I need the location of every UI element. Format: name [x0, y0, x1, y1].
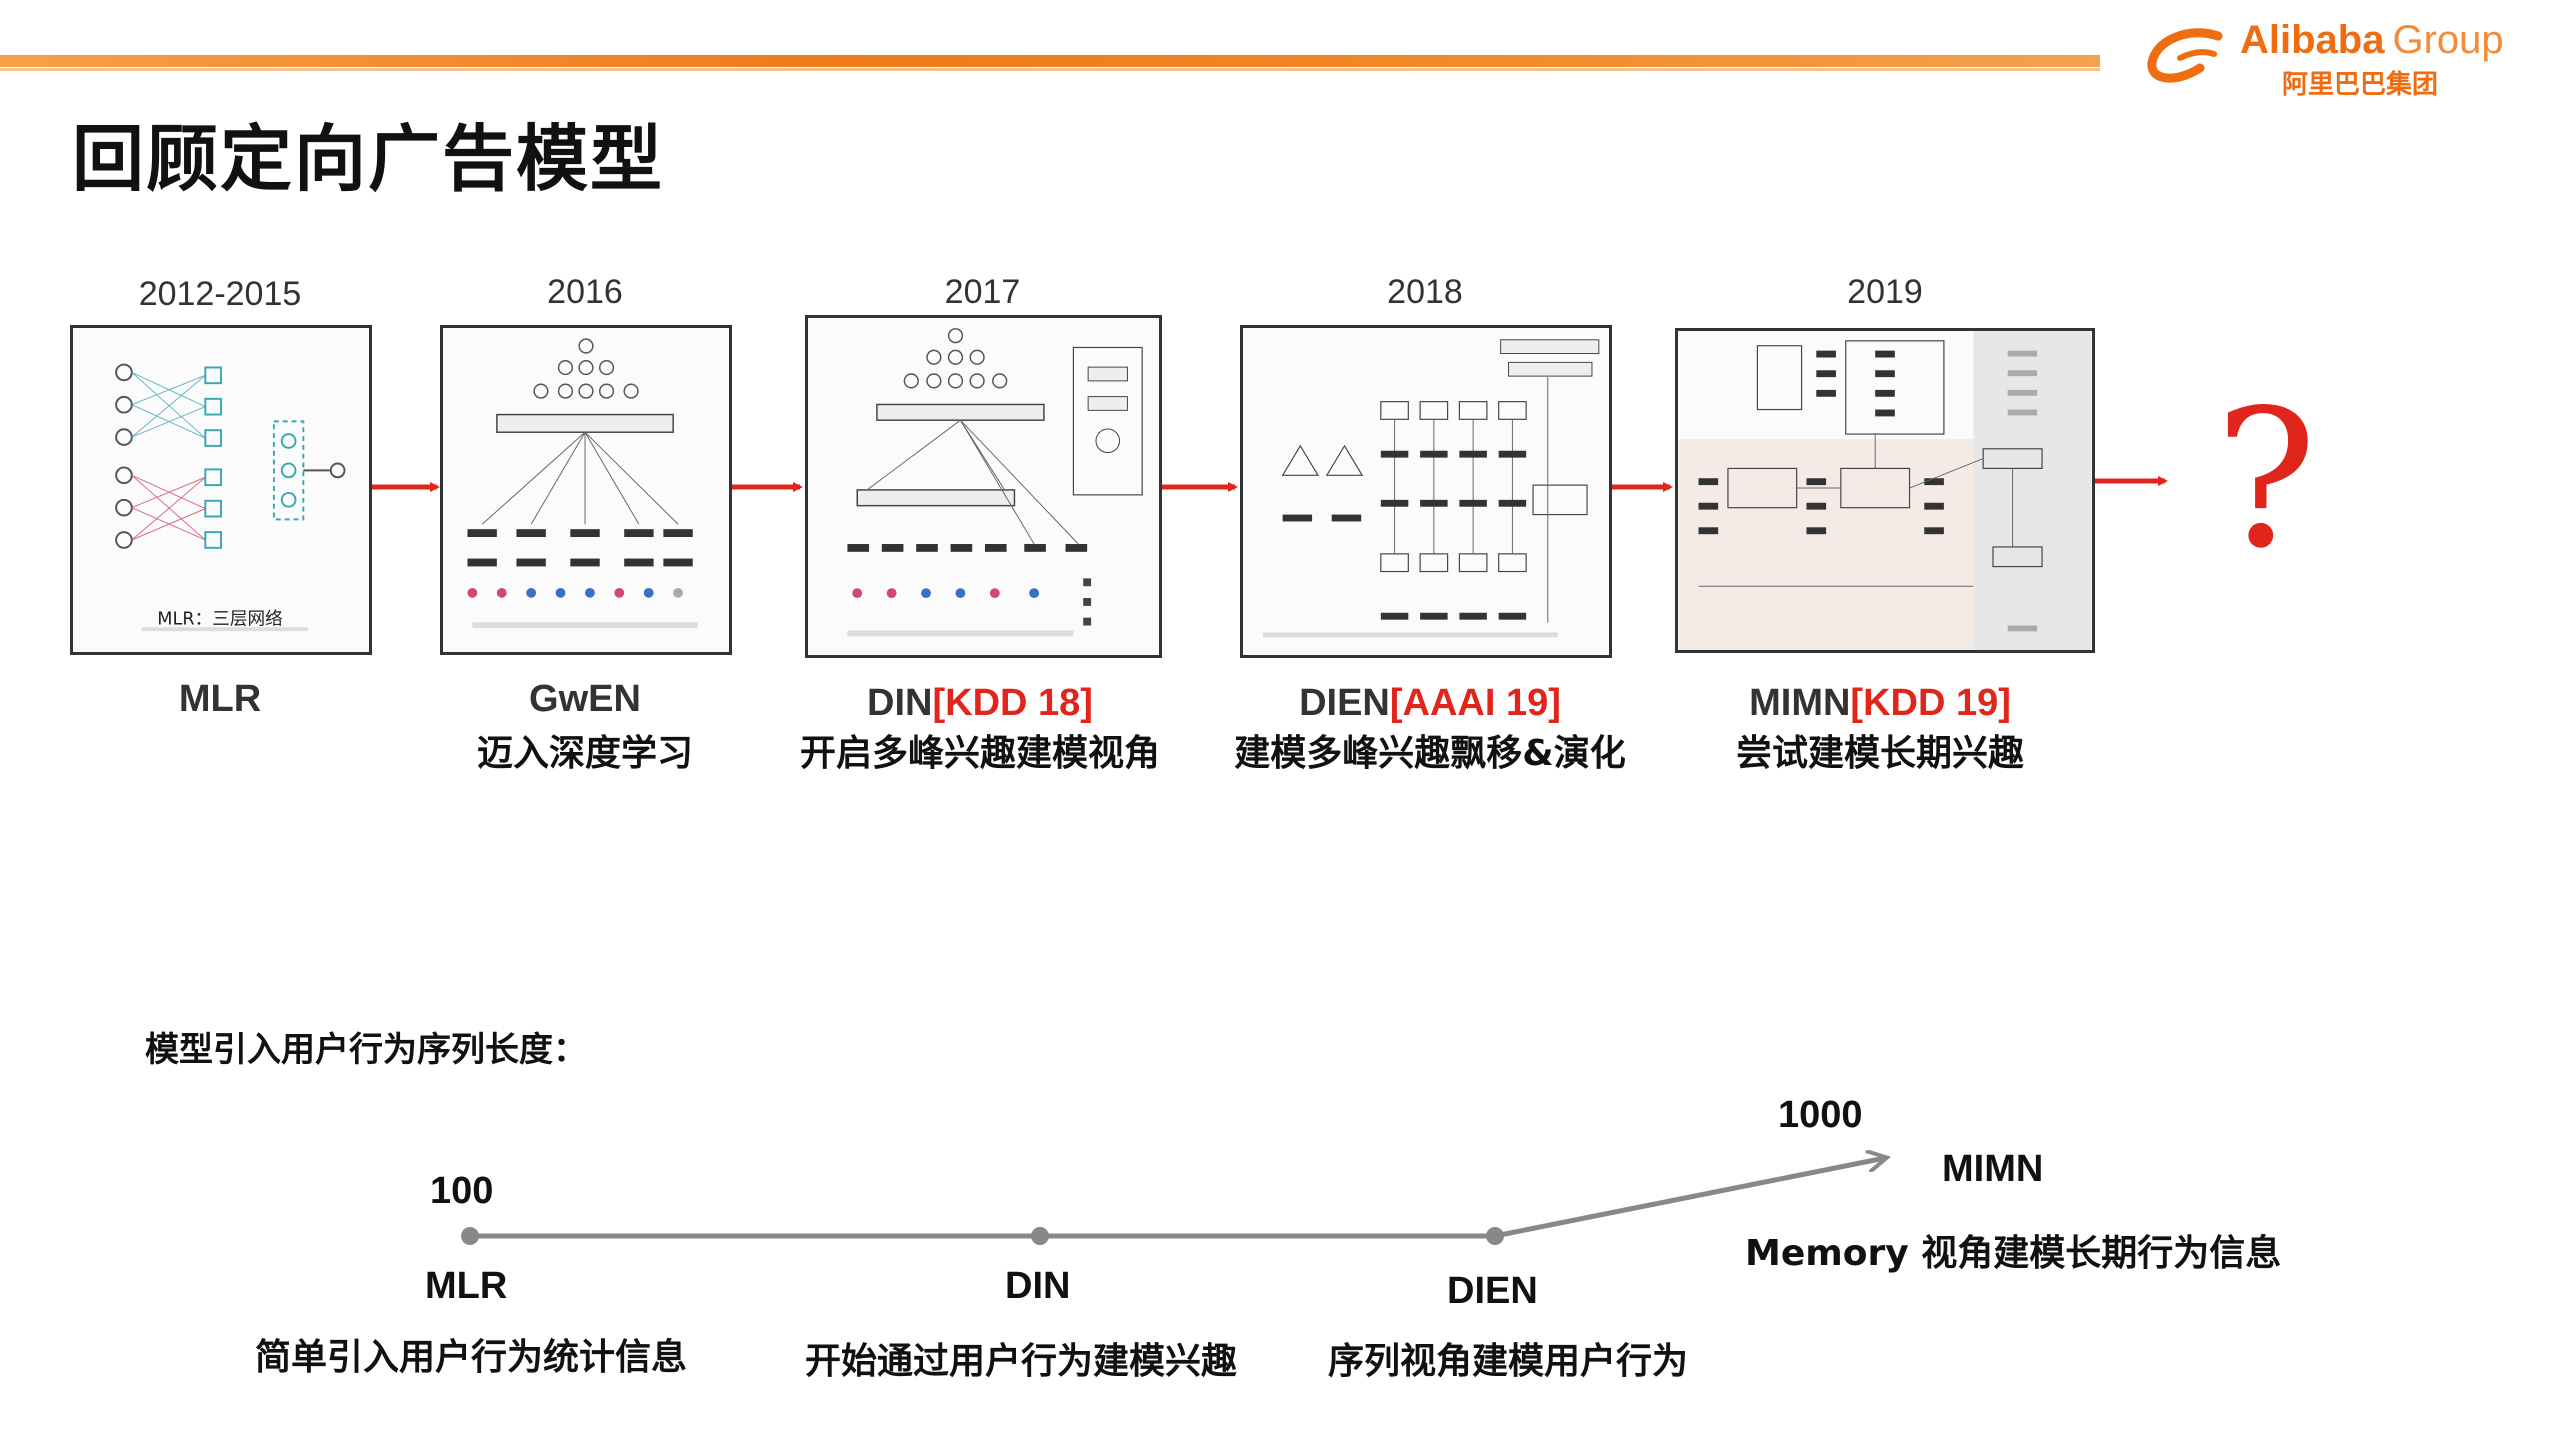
gwen-diagram: [440, 325, 732, 655]
year-label-din: 2017: [944, 273, 1021, 311]
page-title: 回顾定向广告模型: [72, 117, 665, 201]
timeline-desc-dien: 序列视角建模用户行为: [1328, 1341, 1689, 1382]
model-desc-mimn: 尝试建模长期兴趣: [1735, 733, 2024, 774]
timeline-desc-din: 开始通过用户行为建模兴趣: [805, 1341, 1238, 1382]
model-desc-dien: 建模多峰兴趣飘移&演化: [1234, 733, 1626, 774]
model-desc-din: 开启多峰兴趣建模视角: [799, 733, 1160, 774]
model-name-gwen: GwEN: [529, 678, 641, 720]
timeline-end-value: 1000: [1778, 1094, 1863, 1136]
timeline-point-din: DIN: [1005, 1265, 1071, 1307]
next-model-question-mark: ?: [2215, 369, 2317, 590]
dien-diagram: [1240, 325, 1612, 658]
timeline-desc-mlr: 简单引入用户行为统计信息: [255, 1337, 688, 1378]
din-diagram: [805, 315, 1162, 658]
model-name-dien: DIEN[AAAI 19]: [1299, 682, 1561, 724]
timeline-label: 模型引入用户行为序列长度：: [145, 1030, 587, 1070]
timeline-point-mlr: MLR: [425, 1265, 508, 1307]
timeline-dot-dien: [1486, 1227, 1504, 1245]
timeline-arrow: [1494, 1158, 1885, 1239]
year-label-gwen: 2016: [547, 273, 623, 311]
logo-chinese-name: 阿里巴巴集团: [2282, 70, 2439, 100]
mlr-panel-caption: MLR：三层网络: [157, 608, 282, 629]
mimn-diagram: [1675, 328, 2095, 653]
timeline-point-mimn: MIMN: [1942, 1148, 2044, 1190]
timeline-dot-mlr: [461, 1227, 479, 1245]
year-label-dien: 2018: [1387, 273, 1463, 311]
model-name-mimn: MIMN[KDD 19]: [1749, 682, 2011, 724]
timeline-start-value: 100: [430, 1170, 494, 1212]
header-accent-line: [0, 68, 2100, 71]
year-label-mlr: 2012-2015: [138, 275, 302, 313]
model-name-mlr: MLR: [178, 678, 262, 720]
model-desc-gwen: 迈入深度学习: [476, 733, 693, 774]
alibaba-smile-icon: [2147, 28, 2223, 83]
timeline-desc-mimn: Memory 视角建模长期行为信息: [1745, 1233, 2282, 1274]
timeline-point-dien: DIEN: [1447, 1270, 1538, 1312]
timeline-dot-din: [1031, 1227, 1049, 1245]
header-accent-bar: [0, 55, 2100, 67]
model-name-din: DIN[KDD 18]: [867, 682, 1093, 724]
mlr-diagram: MLR：三层网络: [70, 325, 372, 655]
year-label-mimn: 2019: [1847, 273, 1923, 311]
